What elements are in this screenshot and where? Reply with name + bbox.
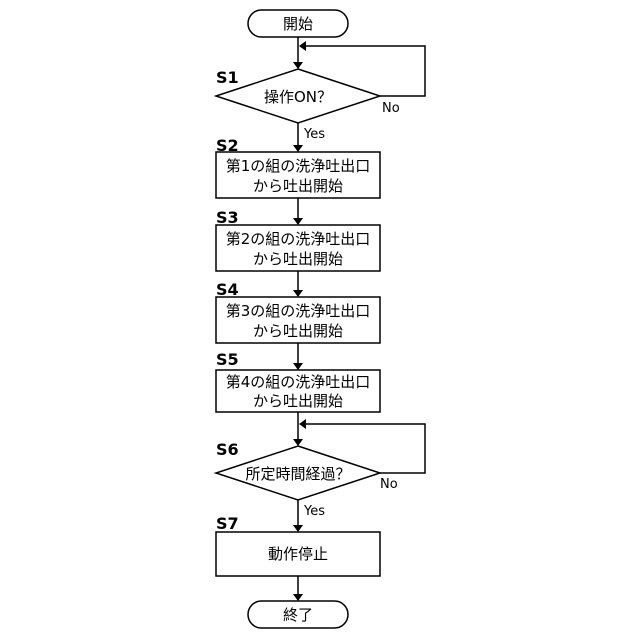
arrowhead — [299, 419, 306, 429]
branch-yes-s6: Yes — [303, 504, 325, 519]
arrowhead — [293, 439, 303, 446]
start-label: 開始 — [283, 15, 313, 33]
process-s3-line1: 第2の組の洗浄吐出口 — [226, 230, 371, 248]
process-s2-line2: から吐出開始 — [253, 177, 343, 195]
process-s7-text: 動作停止 — [268, 545, 328, 563]
arrowhead — [293, 62, 303, 69]
branch-no-s6: No — [380, 477, 398, 492]
end-label: 終了 — [283, 606, 313, 624]
process-s4-line1: 第3の組の洗浄吐出口 — [226, 302, 371, 320]
step-label-s7: S7 — [216, 514, 239, 533]
arrowhead — [293, 145, 303, 152]
process-s5-line1: 第4の組の洗浄吐出口 — [226, 373, 371, 391]
arrowhead — [293, 594, 303, 601]
decision-s6-text: 所定時間経過？ — [245, 465, 350, 483]
branch-no-s1: No — [382, 101, 400, 116]
step-label-s4: S4 — [216, 280, 239, 299]
arrowhead — [293, 218, 303, 225]
process-s3-line2: から吐出開始 — [253, 250, 343, 268]
process-s5-line2: から吐出開始 — [253, 392, 343, 410]
arrowhead — [293, 525, 303, 532]
branch-yes-s1: Yes — [303, 127, 325, 142]
arrowhead — [293, 363, 303, 370]
step-label-s1: S1 — [216, 68, 239, 87]
arrowhead — [293, 290, 303, 297]
process-s4-line2: から吐出開始 — [253, 322, 343, 340]
process-s2-line1: 第1の組の洗浄吐出口 — [226, 157, 371, 175]
step-label-s3: S3 — [216, 208, 239, 227]
step-label-s6: S6 — [216, 440, 239, 459]
decision-s1-text: 操作ON？ — [264, 88, 332, 106]
arrowhead — [299, 41, 306, 51]
step-label-s5: S5 — [216, 350, 239, 369]
